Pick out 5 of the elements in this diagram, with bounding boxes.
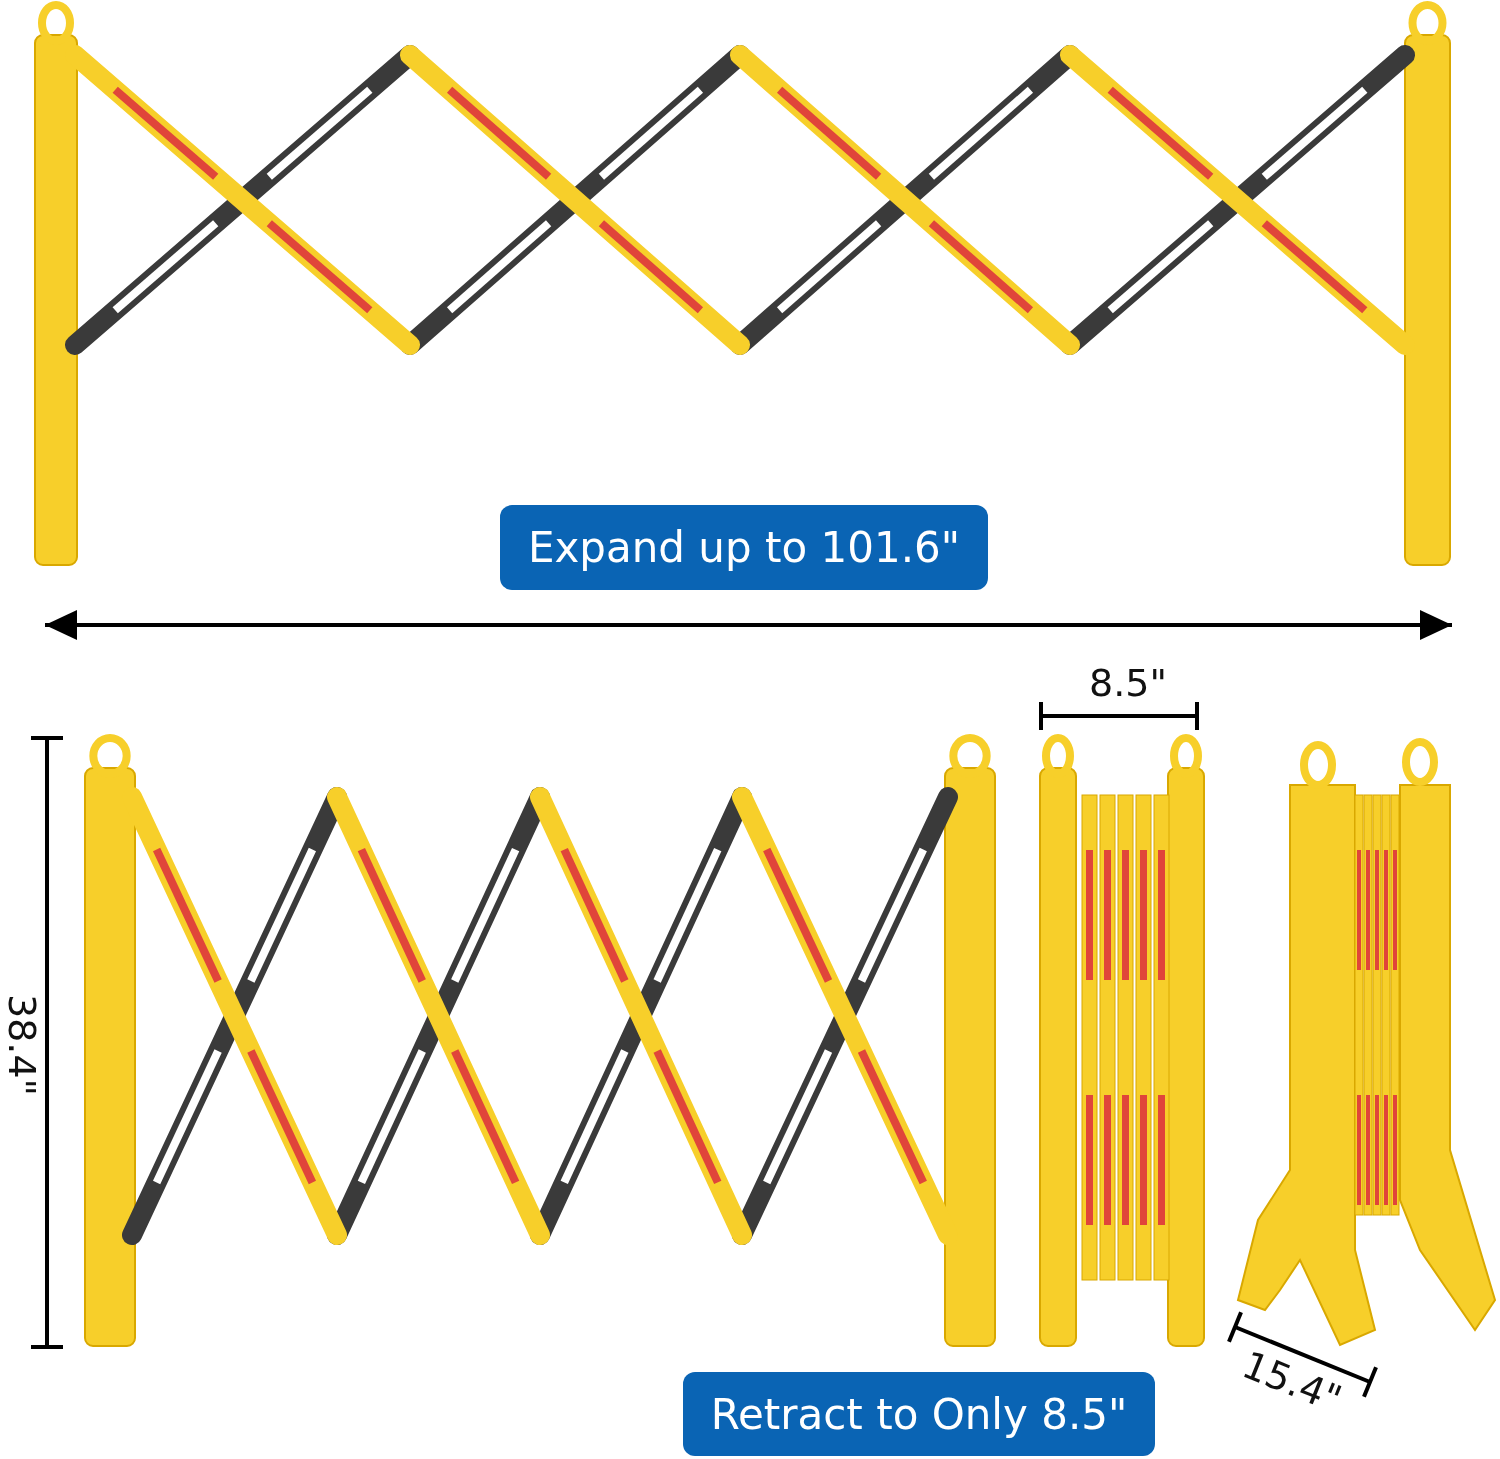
dimension-label: 8.5" bbox=[1089, 664, 1167, 702]
dimension-label: 38.4" bbox=[3, 993, 42, 1097]
caption-badge: Retract to Only 8.5" bbox=[683, 1372, 1155, 1456]
caption-badge: Expand up to 101.6" bbox=[500, 505, 988, 590]
dimension-label: 15.4" bbox=[1237, 1345, 1347, 1419]
